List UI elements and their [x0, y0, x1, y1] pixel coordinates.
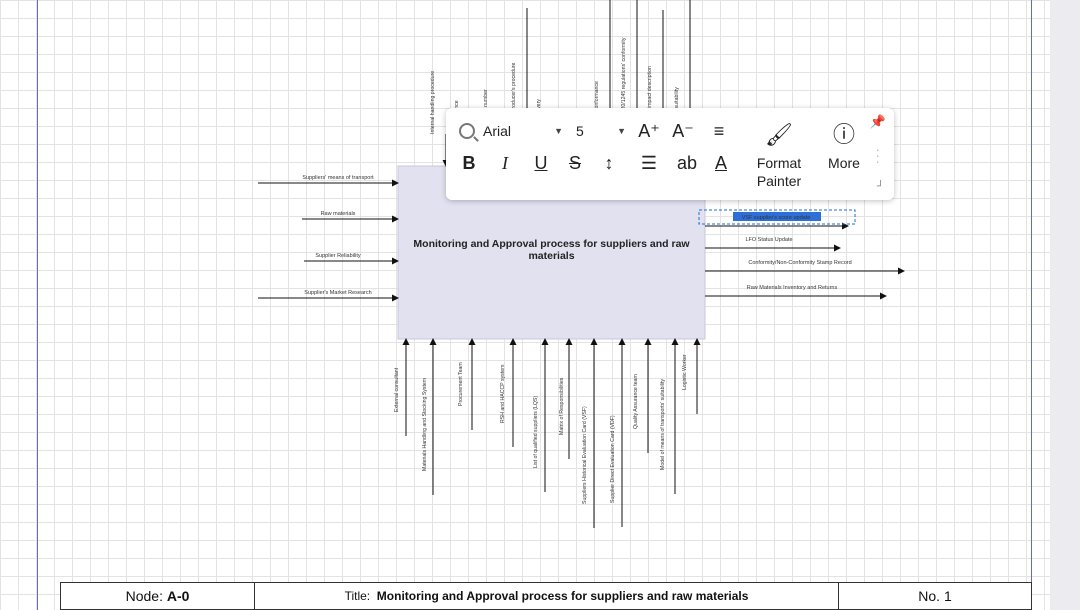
number-label: No.	[918, 588, 941, 604]
mechanism-label[interactable]: Quality Assurance team	[633, 374, 639, 429]
output-label[interactable]: Raw Materials Inventory and Returns	[747, 285, 838, 291]
node-cell: Node: A-0	[61, 583, 255, 609]
bold-button[interactable]: B	[462, 153, 476, 173]
format-painter-label: Format Painter	[756, 155, 802, 189]
number-value: 1	[943, 588, 952, 604]
title-label: Title:	[344, 589, 371, 603]
chevron-down-icon: ▼	[617, 126, 626, 136]
input-label[interactable]: Suppliers' means of transport	[302, 175, 374, 181]
control-label[interactable]: legal and producer's procedure	[511, 63, 517, 134]
mechanism-label[interactable]: List of qualified suppliers (LQS)	[533, 396, 539, 468]
decrease-font-button[interactable]: A⁻	[672, 121, 694, 141]
text-background-button[interactable]: ab	[676, 153, 698, 173]
mechanism-label[interactable]: Model of means of transports' suitabilit…	[660, 379, 666, 470]
node-value: A-0	[166, 588, 190, 604]
search-icon	[459, 123, 475, 139]
drag-handle-icon[interactable]: ···	[875, 141, 880, 169]
sheet-border-left	[37, 0, 38, 610]
control-label[interactable]: and UE 2020/1245 regulations' conformity	[621, 37, 627, 134]
text-selection-highlight	[733, 212, 821, 221]
mechanism-label[interactable]: Supplier Direct Evaluation Card (VDF)	[610, 415, 616, 503]
font-size-value: 5	[576, 123, 584, 139]
format-painter-button[interactable]: 🖌 Format Painter	[750, 122, 808, 190]
input-label[interactable]: Supplier Reliability	[315, 253, 360, 259]
font-family-value: Arial	[483, 123, 512, 139]
idef0-diagram[interactable]: Monitoring and Approval process for supp…	[0, 0, 1080, 582]
chevron-down-icon: ▼	[554, 126, 563, 136]
more-icon: ⓘ	[832, 122, 855, 147]
sheet-border-right	[1031, 0, 1032, 584]
number-cell: No. 1	[839, 583, 1031, 609]
mechanism-label[interactable]: Suppliers Historical Evaluation Card (VS…	[582, 406, 588, 504]
right-gutter	[1050, 0, 1080, 610]
increase-font-button[interactable]: A⁺	[638, 121, 660, 141]
input-label[interactable]: Raw materials	[321, 211, 356, 217]
mechanism-label[interactable]: External consultant	[394, 367, 400, 412]
text-format-toolbar: Arial ▼ 5 ▼ A⁺ A⁻ ≡ B I U S ↕ ☰ ab A 🖌 F…	[446, 108, 894, 200]
mechanism-label[interactable]: Logistic Worker	[682, 354, 688, 390]
more-label: More	[828, 155, 860, 171]
strikethrough-button[interactable]: S	[568, 153, 581, 173]
line-spacing-icon[interactable]: ↕	[604, 153, 614, 173]
selection-frame[interactable]	[698, 209, 856, 225]
input-label[interactable]: Supplier's Market Research	[304, 290, 371, 296]
font-size-select[interactable]: 5 ▼	[570, 119, 626, 143]
pin-icon[interactable]: 📌	[869, 114, 886, 129]
mechanism-label[interactable]: Materials Handling and Stocking System	[422, 378, 428, 471]
activity-box-title[interactable]: Monitoring and Approval process for supp…	[413, 238, 690, 262]
bullet-list-icon[interactable]: ☰	[640, 153, 658, 173]
more-button[interactable]: ⓘ More	[820, 122, 868, 172]
output-label[interactable]: LFO Status Update	[745, 237, 792, 243]
align-icon[interactable]: ≡	[713, 121, 725, 141]
output-label[interactable]: Conformity/Non-Conformity Stamp Record	[748, 260, 851, 266]
control-label[interactable]: d EFSA's conformance	[594, 81, 600, 134]
resize-corner-icon[interactable]: ┘	[876, 181, 884, 192]
control-label[interactable]: Internal handling procedure	[430, 71, 436, 134]
italic-button[interactable]: I	[502, 153, 508, 173]
mechanism-label[interactable]: RSH and HACCP system	[500, 365, 506, 423]
node-label: Node:	[125, 588, 163, 604]
font-family-select[interactable]: Arial ▼	[456, 119, 563, 143]
mechanism-arrows: External consultant Materials Handling an…	[394, 338, 701, 528]
mechanism-label[interactable]: Matrix of Responsibilities	[559, 377, 565, 435]
title-value: Monitoring and Approval process for supp…	[376, 589, 749, 603]
control-label[interactable]: company's impact description	[647, 66, 653, 134]
title-block: Node: A-0 Title: Monitoring and Approval…	[60, 582, 1032, 610]
brush-icon: 🖌	[765, 122, 793, 147]
title-cell: Title: Monitoring and Approval process f…	[255, 583, 839, 609]
output-label[interactable]: VSF supplier's score update	[742, 215, 811, 221]
underline-button[interactable]: U	[534, 153, 548, 173]
mechanism-label[interactable]: Procurement Team	[458, 362, 464, 406]
font-color-button[interactable]: A	[714, 153, 727, 173]
activity-box-title-wrap: Monitoring and Approval process for supp…	[413, 238, 690, 262]
